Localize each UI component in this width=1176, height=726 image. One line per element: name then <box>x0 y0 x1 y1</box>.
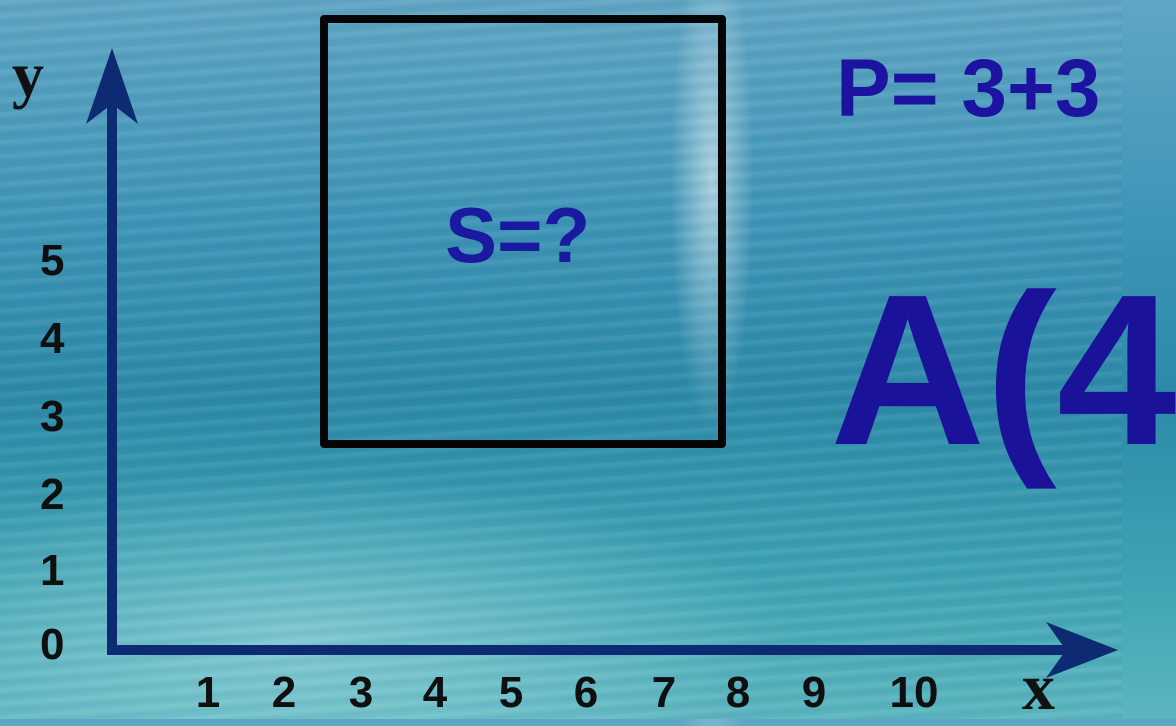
y-axis-arrowhead <box>86 48 138 124</box>
x-tick-label: 9 <box>801 668 827 717</box>
perimeter-formula: P= 3+3 <box>836 43 1101 134</box>
x-tick-label: 7 <box>651 668 677 717</box>
x-tick-label: 8 <box>725 668 751 717</box>
x-tick-label: 2 <box>271 668 297 717</box>
y-axis-name: y <box>12 39 44 110</box>
square-outline <box>320 15 726 448</box>
x-tick-label: 1 <box>195 668 221 717</box>
x-tick-label: 5 <box>498 668 524 717</box>
y-tick-label: 2 <box>40 470 65 519</box>
x-axis-name: x <box>1022 651 1055 724</box>
y-tick-label: 0 <box>40 620 65 669</box>
area-question-label: S=? <box>445 191 591 279</box>
x-tick-label: 6 <box>573 668 599 717</box>
x-axis-arrowhead <box>1046 622 1118 678</box>
x-tick-label: 4 <box>422 668 448 717</box>
sea-background <box>0 0 1122 719</box>
x-tick-label: 10 <box>889 668 939 717</box>
y-tick-label: 4 <box>40 314 65 363</box>
x-tick-label: 3 <box>348 668 374 717</box>
y-tick-label: 5 <box>40 236 65 285</box>
coordinate-axes <box>86 48 1118 678</box>
y-tick-label: 3 <box>40 392 65 441</box>
point-coordinate-label: A(4 <box>830 249 1176 490</box>
y-tick-label: 1 <box>40 546 65 595</box>
